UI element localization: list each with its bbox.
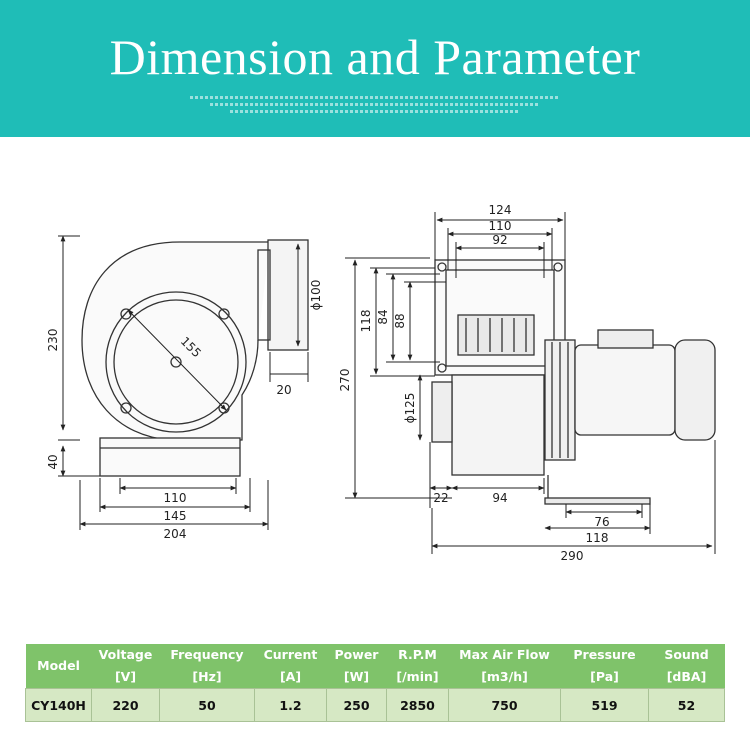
motor-end-cap <box>674 339 716 441</box>
cell-rpm: 2850 <box>386 688 449 722</box>
housing-diameter-label: ϕ125 <box>403 393 417 424</box>
side-view-dims <box>58 235 309 530</box>
dimension-drawing: 155 230 40 ϕ100 20 110 145 204 <box>0 190 750 570</box>
inlet-ring <box>113 299 239 425</box>
impeller-slot <box>457 314 535 356</box>
decorative-fine-print <box>230 110 520 113</box>
column-header-model: Model <box>25 644 92 689</box>
base-outer-label: 145 <box>164 509 187 523</box>
flange-depth-label: 20 <box>276 383 291 397</box>
height-84-label: 84 <box>376 309 390 324</box>
outlet-diameter-label: ϕ100 <box>309 280 323 311</box>
cell-sound: 52 <box>648 688 725 722</box>
cell-max-air-flow: 750 <box>448 688 561 722</box>
inlet-ring-outer <box>105 291 247 433</box>
cell-pressure: 519 <box>560 688 649 722</box>
height-88-label: 88 <box>393 313 407 328</box>
column-header-sound: Sound[dBA] <box>648 644 725 689</box>
length-total-label: 290 <box>561 549 584 563</box>
front-view-labels: 124 110 92 270 118 84 88 ϕ125 22 94 76 1… <box>338 203 610 563</box>
base-offset-label: 22 <box>433 491 448 505</box>
lower-housing <box>451 374 545 476</box>
height-118-label: 118 <box>359 310 373 333</box>
column-header-pressure: Pressure[Pa] <box>560 644 649 689</box>
table-row: CY140H 220 50 1.2 250 2850 750 519 52 <box>25 688 725 722</box>
outlet-flange <box>267 239 309 351</box>
column-header-frequency: Frequency[Hz] <box>159 644 255 689</box>
header-banner: Dimension and Parameter <box>0 0 750 137</box>
table-header-row: Model Voltage[V] Frequency[Hz] Current[A… <box>25 644 725 689</box>
flange-mid-label: 110 <box>489 219 512 233</box>
cell-frequency: 50 <box>159 688 255 722</box>
column-header-max-air-flow: Max Air Flow[m3/h] <box>448 644 561 689</box>
cell-current: 1.2 <box>254 688 327 722</box>
base <box>99 437 241 477</box>
page-title: Dimension and Parameter <box>109 29 641 85</box>
decorative-fine-print <box>210 103 540 106</box>
base-inner-label: 110 <box>164 491 187 505</box>
parameter-table: Model Voltage[V] Frequency[Hz] Current[A… <box>25 644 725 722</box>
cell-power: 250 <box>326 688 387 722</box>
column-header-current: Current[A] <box>254 644 327 689</box>
foot-outer-label: 118 <box>586 531 609 545</box>
foot-inner-label: 76 <box>594 515 609 529</box>
terminal-box <box>597 329 654 349</box>
base-width-label: 94 <box>492 491 507 505</box>
cell-voltage: 220 <box>91 688 160 722</box>
decorative-fine-print <box>190 96 560 99</box>
mounting-foot <box>544 497 651 505</box>
base-height-label: 40 <box>46 454 60 469</box>
flange-inner-label: 92 <box>492 233 507 247</box>
column-header-rpm: R.P.M[/min] <box>386 644 449 689</box>
front-view-dims <box>345 212 716 554</box>
technical-drawing-svg: 155 230 40 ϕ100 20 110 145 204 <box>46 203 716 563</box>
motor-body <box>574 344 676 436</box>
front-view <box>431 259 716 505</box>
flange-outer-label: 124 <box>489 203 512 217</box>
height-total-label: 270 <box>338 369 352 392</box>
volute-housing <box>81 241 270 441</box>
column-header-voltage: Voltage[V] <box>91 644 160 689</box>
column-header-power: Power[W] <box>326 644 387 689</box>
width-total-label: 204 <box>164 527 187 541</box>
height-total-label: 230 <box>46 329 60 352</box>
cell-model: CY140H <box>25 688 92 722</box>
